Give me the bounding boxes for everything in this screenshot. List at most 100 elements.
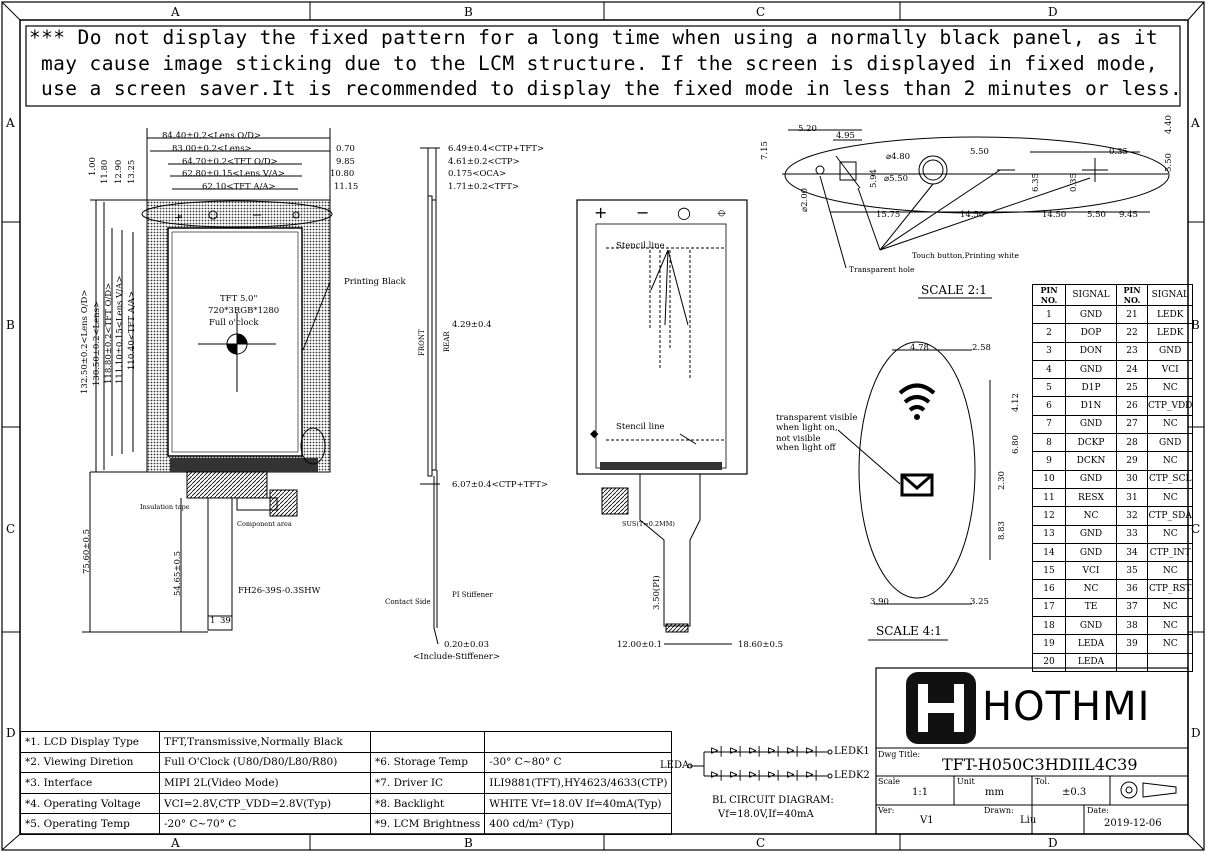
spec-value: MIPI 2L(Video Mode) [159, 772, 371, 794]
dt-dim-550a: 5.50 [970, 147, 989, 157]
visibility-note-4: when light off [776, 443, 836, 453]
row-letter-right-a: A [1191, 116, 1200, 130]
dt-dim-1450b: 14.50 [1042, 210, 1067, 220]
col-letter-top-d: D [1048, 5, 1058, 19]
dim-ctp-tft: 6.49±0.4<CTP+TFT> [448, 144, 545, 154]
icon-no: ⦵ [716, 204, 728, 220]
pin-number-cell: 39 [1116, 634, 1148, 654]
pin-number-cell: 12 [1032, 506, 1066, 526]
dim-right: 18.60±0.5 [738, 640, 783, 650]
col-letter-bottom-d: D [1048, 836, 1058, 850]
dt-dim-d200: ⌀2.00 [800, 187, 810, 212]
bl-circuit-title: BL CIRCUIT DIAGRAM: [712, 795, 834, 806]
dim-r-985: 9.85 [336, 157, 355, 167]
pin-signal-cell: CTP_VDD [1146, 396, 1194, 416]
pin-number-cell: 32 [1116, 506, 1148, 526]
dim-pitch: 3.50(PI) [652, 575, 662, 610]
back-view: ◆ [576, 199, 748, 645]
dwg-title-label: Dwg Title: [878, 750, 921, 759]
pin-signal-cell: CTP_SDA [1146, 506, 1194, 526]
dim-l-1325: 13.25 [127, 159, 137, 184]
led-diode-icon: ⊳| [710, 768, 723, 781]
pin-number-cell: 8 [1032, 433, 1066, 453]
dim-tft-od: 64.70±0.2<TFT O/D> [182, 157, 278, 167]
pin-39-label: 39 [220, 616, 231, 626]
dt-dim-495: 4.95 [836, 131, 855, 141]
pin-signal-cell: GND [1065, 414, 1117, 435]
pin-signal-cell: DCKP [1065, 433, 1117, 453]
dim-l-1290: 12.90 [114, 159, 124, 184]
led-diode-icon: ⊳| [805, 768, 818, 781]
pin-signal-cell: NC [1146, 414, 1194, 435]
pin-signal-cell: VCI [1065, 561, 1117, 581]
spec-key-2: *8. Backlight [369, 792, 486, 815]
spec-key: *5. Operating Temp [20, 813, 160, 835]
dim-v-tft-aa: 110.40<TFT A/A> [127, 290, 137, 370]
tft-size: TFT 5.0" [220, 294, 258, 304]
spec-value-2: WHITE Vf=18.0V If=40mA(Typ) [484, 792, 673, 815]
pin-number-cell: 3 [1032, 341, 1066, 361]
pin-number-cell: 35 [1116, 561, 1148, 581]
spec-key: *2. Viewing Diretion [20, 751, 160, 774]
dt-dim-d480: ⌀4.80 [886, 152, 911, 162]
detail-top [782, 129, 1170, 299]
pin-signal-cell: NC [1065, 579, 1117, 599]
unit-label: Unit [957, 777, 975, 786]
led-diode-icon: ⊳| [748, 768, 761, 781]
pin-number-cell: 1 [1032, 304, 1066, 325]
dim-v-lens-od: 132.50±0.2<Lens O/D> [80, 289, 90, 395]
pin-signal-cell: NC [1146, 561, 1194, 581]
led-diode-icon: ⊳| [767, 768, 780, 781]
led-diode-icon: ⊳| [786, 768, 799, 781]
connector-label: FH26-39S-0.3SHW [238, 586, 321, 596]
dim-r-070: 0.70 [336, 144, 355, 154]
row-letter-left-b: B [6, 318, 15, 332]
dt-dim-945: 9.45 [1119, 210, 1138, 220]
bl-circuit [687, 749, 833, 779]
pin-number-cell: 21 [1116, 304, 1148, 325]
pin-number-cell: 18 [1032, 616, 1066, 636]
dim-stiffener: 0.20±0.03 [444, 640, 489, 650]
logo-mark [906, 672, 976, 744]
dt-dim-550c: 5.50 [1087, 210, 1106, 220]
led-diode-icon: ⊳| [729, 768, 742, 781]
dt-dim-550b: 5.50 [1164, 153, 1174, 172]
scale-label: Scale [878, 777, 901, 786]
pin-signal-cell: DOP [1065, 323, 1117, 343]
pin-no-header-2: PIN NO. [1116, 284, 1148, 306]
pin-number-cell: 28 [1116, 433, 1148, 453]
signal-header: SIGNAL [1065, 284, 1117, 306]
pin-signal-cell: LEDA [1065, 634, 1117, 654]
dt-dim-520: 5.20 [798, 124, 817, 134]
pin-number-cell: 33 [1116, 524, 1148, 544]
pin-number-cell: 31 [1116, 487, 1148, 508]
drawn-value: Liu [1020, 815, 1037, 826]
led-diode-icon: ⊳| [710, 744, 723, 757]
dim-r-1080: 10.80 [330, 169, 355, 179]
pin-number-cell: 34 [1116, 542, 1148, 563]
spec-value: TFT,Transmissive,Normally Black [159, 731, 371, 753]
led-row-2: ⊳| ⊳| ⊳| ⊳| ⊳| ⊳| [710, 768, 824, 781]
pin-number-cell: 27 [1116, 414, 1148, 435]
dim-lens-va: 62.80±0.15<Lens V/A> [182, 169, 285, 179]
row-letter-left-d: D [6, 726, 16, 740]
pin-number-cell: 5 [1032, 378, 1066, 398]
date-label: Date: [1087, 806, 1109, 815]
ver-label: Ver: [878, 806, 895, 815]
spec-key: *1. LCD Display Type [20, 731, 160, 753]
printing-black-label: Printing Black [344, 277, 406, 287]
led-diode-icon: ⊳| [805, 744, 818, 757]
dim-lens: 83.00±0.2<Lens> [172, 144, 252, 154]
led-diode-icon: ⊳| [748, 744, 761, 757]
